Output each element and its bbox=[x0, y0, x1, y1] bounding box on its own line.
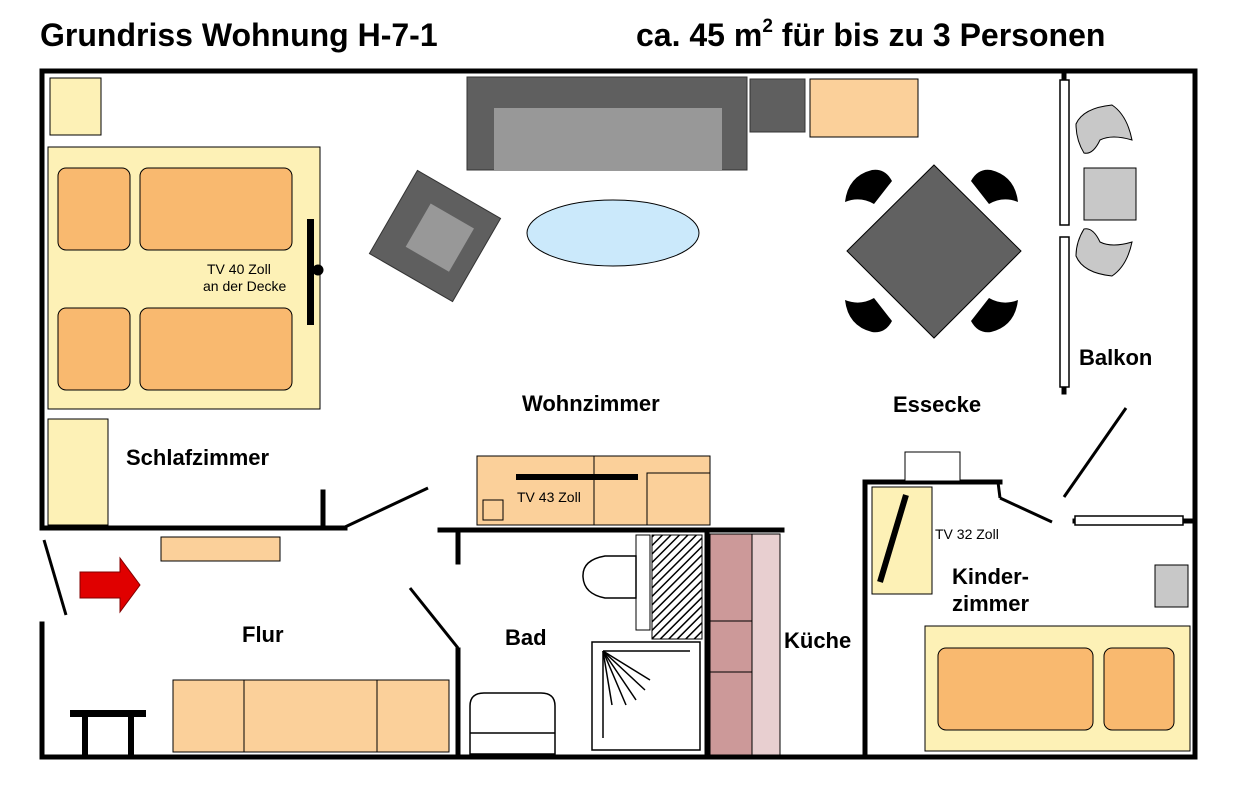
dining-chairs bbox=[845, 169, 1018, 333]
room-label-wohnzimmer: Wohnzimmer bbox=[522, 391, 660, 416]
bath-wall-panel bbox=[635, 534, 651, 631]
hall-cabinet bbox=[376, 679, 450, 753]
sideboard bbox=[809, 78, 919, 138]
kids-room: TV 32 Zoll Kinder- zimmer bbox=[871, 451, 1191, 752]
door-swings bbox=[42, 407, 1128, 649]
tv43-label: TV 43 Zoll bbox=[517, 489, 581, 505]
plan-size: ca. 45 m2 für bis zu 3 Personen bbox=[636, 16, 1105, 53]
tv-cabinet-box bbox=[646, 472, 711, 526]
living-room: Wohnzimmer TV 43 Zoll bbox=[368, 76, 919, 526]
room-label-kinder-line2: zimmer bbox=[952, 591, 1029, 616]
plan-size-prefix: ca. 45 m bbox=[636, 17, 762, 53]
room-label-balkon: Balkon bbox=[1079, 345, 1152, 370]
tv-43 bbox=[516, 474, 638, 480]
rug bbox=[526, 199, 700, 267]
dining-area: Essecke bbox=[845, 164, 1022, 417]
kitchen-cabinet bbox=[709, 533, 753, 622]
sink bbox=[469, 692, 556, 755]
shower bbox=[591, 641, 701, 751]
toilet bbox=[582, 555, 637, 599]
tv-32 bbox=[877, 494, 909, 583]
room-label-flur: Flur bbox=[242, 622, 284, 647]
bathroom: Bad bbox=[469, 534, 703, 755]
bedroom-wardrobe bbox=[47, 418, 109, 526]
kids-shelf-top bbox=[904, 451, 961, 482]
tv-cabinet-small bbox=[482, 499, 504, 521]
kitchen-cabinet bbox=[709, 620, 753, 673]
hall-bench bbox=[70, 710, 146, 757]
dining-table bbox=[846, 164, 1022, 339]
room-label-kueche: Küche bbox=[784, 628, 851, 653]
plan-title: Grundriss Wohnung H-7-1 bbox=[40, 17, 438, 53]
sofa-seat bbox=[494, 108, 722, 170]
outer-walls bbox=[39, 68, 1198, 760]
tv40-label-line1: TV 40 Zoll bbox=[207, 261, 271, 277]
pillow bbox=[1103, 647, 1175, 731]
tv-40-ceiling bbox=[307, 219, 314, 325]
pillow bbox=[139, 307, 293, 391]
balkon-glass-doors bbox=[1059, 79, 1184, 526]
side-table bbox=[749, 78, 806, 133]
kids-nightstand bbox=[1154, 564, 1189, 608]
armchair bbox=[368, 169, 502, 303]
pillow bbox=[937, 647, 1094, 731]
kitchen-cabinet bbox=[709, 671, 753, 756]
pillow bbox=[139, 167, 293, 251]
balcony-table bbox=[1083, 167, 1137, 221]
plan-size-sup: 2 bbox=[762, 16, 773, 37]
room-label-schlafzimmer: Schlafzimmer bbox=[126, 445, 269, 470]
room-label-kinder-line1: Kinder- bbox=[952, 564, 1029, 589]
pillow bbox=[57, 167, 131, 251]
room-label-essecke: Essecke bbox=[893, 392, 981, 417]
balcony: Balkon bbox=[1075, 104, 1152, 370]
tv-mount bbox=[312, 264, 324, 276]
washing-machine bbox=[651, 534, 703, 640]
kitchen: Küche bbox=[709, 533, 851, 756]
plan-size-suffix: für bis zu 3 Personen bbox=[773, 17, 1106, 53]
entry-arrow-icon bbox=[79, 556, 141, 614]
tv32-label: TV 32 Zoll bbox=[935, 526, 999, 542]
bedroom: TV 40 Zoll an der Decke Schlafzimmer bbox=[47, 77, 324, 526]
room-label-bad: Bad bbox=[505, 625, 547, 650]
balcony-chair bbox=[1075, 228, 1133, 277]
hall-shelf bbox=[160, 536, 281, 562]
kitchen-counter bbox=[751, 533, 781, 756]
hallway: Flur bbox=[70, 536, 450, 757]
hall-cabinet bbox=[172, 679, 245, 753]
balcony-chair bbox=[1075, 104, 1133, 154]
pillow bbox=[57, 307, 131, 391]
tv40-label-line2: an der Decke bbox=[203, 278, 286, 294]
bedroom-nightstand-top bbox=[49, 77, 102, 136]
hall-cabinet bbox=[243, 679, 378, 753]
